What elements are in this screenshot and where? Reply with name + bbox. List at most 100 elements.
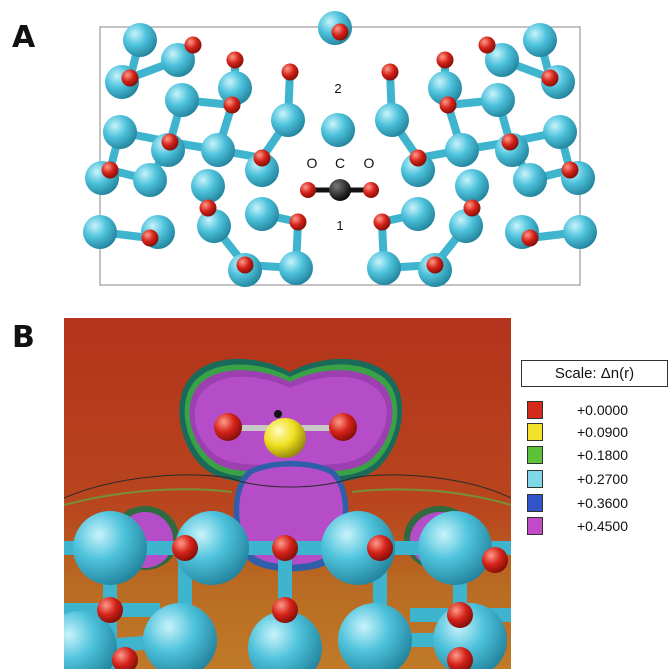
co2-molecule-b xyxy=(214,410,357,458)
o-atom xyxy=(226,51,244,69)
label-o-right: O xyxy=(364,155,375,171)
legend-value: +0.3600 xyxy=(577,495,628,511)
ti-atom xyxy=(481,83,515,117)
legend-entry: +0.2700 xyxy=(527,468,628,490)
co2-oxygen-left xyxy=(300,182,316,198)
ti-atom xyxy=(103,115,137,149)
ti-atom xyxy=(191,169,225,203)
ti-atom xyxy=(401,153,435,187)
o-atom xyxy=(541,69,559,87)
o-atom xyxy=(521,229,539,247)
ti-atom xyxy=(513,163,547,197)
ti-atom xyxy=(248,611,322,669)
label-site-1: 1 xyxy=(336,218,343,233)
o-atom xyxy=(289,213,307,231)
o-atom xyxy=(478,36,496,54)
label-site-2: 2 xyxy=(334,81,341,96)
o-atom xyxy=(97,597,123,623)
ti-atom xyxy=(401,197,435,231)
ti-atom xyxy=(445,133,479,167)
ti-atom xyxy=(218,71,252,105)
o-atom xyxy=(501,133,519,151)
co2-carbon xyxy=(329,179,351,201)
o-atom xyxy=(272,535,298,561)
legend-value: +0.0000 xyxy=(577,402,628,418)
ti-atom xyxy=(245,197,279,231)
panel-label-a: A xyxy=(12,20,36,55)
o-atom xyxy=(367,535,393,561)
ti-atom xyxy=(338,603,412,669)
ti-atom xyxy=(245,153,279,187)
o-atom xyxy=(253,149,271,167)
legend-swatch xyxy=(527,446,543,464)
ti-atom xyxy=(83,215,117,249)
ti-atom xyxy=(543,115,577,149)
o-atom xyxy=(463,199,481,217)
o-atoms-a xyxy=(101,23,579,274)
o-atom xyxy=(381,63,399,81)
legend-swatch xyxy=(527,423,543,441)
o-atom xyxy=(184,36,202,54)
legend-entry: +0.1800 xyxy=(527,444,628,466)
legend-swatch xyxy=(527,470,543,488)
o-atom xyxy=(141,229,159,247)
legend-value: +0.2700 xyxy=(577,471,628,487)
legend-entry: +0.3600 xyxy=(527,492,628,514)
o-atom xyxy=(223,96,241,114)
panel-b-density xyxy=(64,318,511,669)
ti-atom xyxy=(133,163,167,197)
o-atom xyxy=(199,199,217,217)
legend-entry: +0.0900 xyxy=(527,421,628,443)
o-atom xyxy=(236,256,254,274)
label-c: C xyxy=(335,155,345,171)
o-atom xyxy=(482,547,508,573)
o-atom xyxy=(121,69,139,87)
o-atom xyxy=(161,133,179,151)
legend-value: +0.1800 xyxy=(577,447,628,463)
o-atom xyxy=(426,256,444,274)
co2-oxygen-right xyxy=(363,182,379,198)
ti-atoms-a xyxy=(83,11,597,287)
o-atom xyxy=(112,647,138,669)
label-o-left: O xyxy=(307,155,318,171)
o-atom xyxy=(439,96,457,114)
legend-entry: +0.4500 xyxy=(527,515,628,537)
panel-a-structure: O C O 1 2 xyxy=(83,11,597,287)
legend-swatch xyxy=(527,401,543,419)
ti-atom xyxy=(123,23,157,57)
ti-atom xyxy=(367,251,401,285)
legend-value: +0.0900 xyxy=(577,424,628,440)
ti-atom xyxy=(418,511,492,585)
co2-b-oxygen-right xyxy=(329,413,357,441)
ti-atom xyxy=(73,511,147,585)
ti-atom xyxy=(321,113,355,147)
o-atom xyxy=(409,149,427,167)
ti-atom xyxy=(428,71,462,105)
o-atoms-b xyxy=(97,535,508,669)
ti-atom xyxy=(321,511,395,585)
ti-atom xyxy=(161,43,195,77)
legend-swatch xyxy=(527,494,543,512)
o-atom xyxy=(561,161,579,179)
o-atom xyxy=(373,213,391,231)
panel-label-b: B xyxy=(12,320,35,355)
ti-atom xyxy=(143,603,217,669)
legend-swatch xyxy=(527,517,543,535)
legend-title: Scale: Δn(r) xyxy=(521,360,668,387)
ti-atom xyxy=(165,83,199,117)
o-atom xyxy=(447,602,473,628)
co2-molecule-a xyxy=(300,179,379,201)
ti-atom xyxy=(375,103,409,137)
ti-atom xyxy=(279,251,313,285)
ti-atom xyxy=(201,133,235,167)
legend-value: +0.4500 xyxy=(577,518,628,534)
ti-atom xyxy=(563,215,597,249)
o-atom xyxy=(172,535,198,561)
ti-atom xyxy=(449,209,483,243)
ti-atom xyxy=(175,511,249,585)
ti-atom xyxy=(523,23,557,57)
o-atom xyxy=(281,63,299,81)
ti-atom xyxy=(64,611,117,669)
o-atom xyxy=(272,597,298,623)
